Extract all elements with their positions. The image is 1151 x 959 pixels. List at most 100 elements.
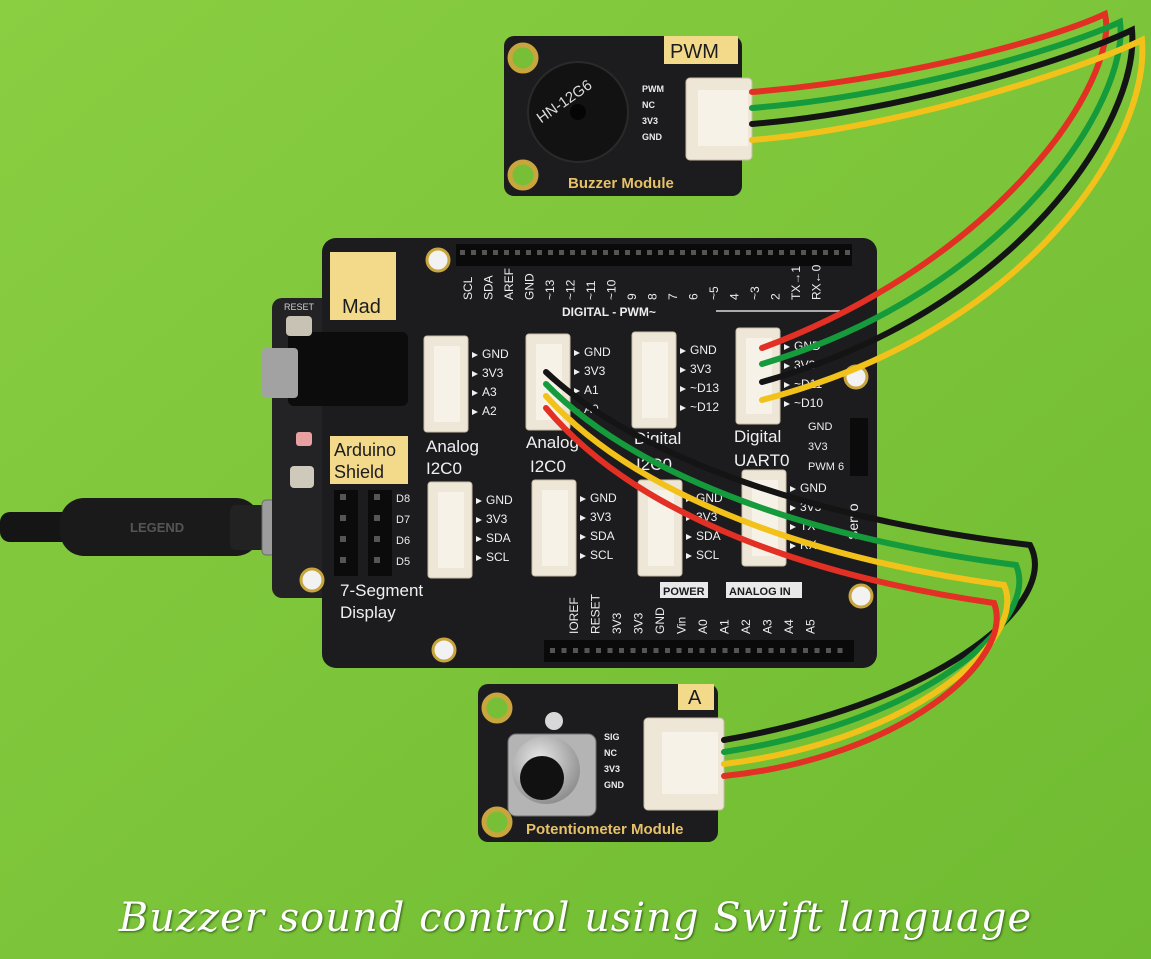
- buzzer-pin-label: 3V3: [642, 116, 658, 126]
- header-pin: [803, 648, 808, 653]
- header-pin: [584, 648, 590, 653]
- connector-pin-label: 3V3: [690, 362, 712, 376]
- mount-hole: [507, 159, 539, 191]
- reset-label: RESET: [284, 302, 315, 312]
- header-pin: [647, 250, 652, 255]
- header-pin: [801, 250, 806, 255]
- pin-arrow: [472, 352, 478, 358]
- bottom-header: [544, 640, 854, 662]
- mount-hole: [431, 637, 457, 663]
- brand-label: Mad: [342, 296, 381, 318]
- header-pin: [680, 250, 685, 255]
- connector-label: I2C0: [426, 459, 462, 478]
- connector-pin-label: SDA: [696, 529, 721, 543]
- header-pin: [757, 648, 762, 653]
- header-pin: [340, 557, 346, 563]
- top-header-label: RX←0: [810, 264, 824, 300]
- top-header-label: ~3: [748, 286, 762, 300]
- header-pin: [374, 536, 380, 542]
- button-small[interactable]: [290, 466, 314, 488]
- bottom-header-label: A3: [761, 619, 775, 634]
- header-pin: [570, 250, 575, 255]
- top-header-label: 9: [625, 293, 639, 300]
- reset-button[interactable]: [286, 316, 312, 336]
- pin-arrow: [784, 401, 790, 407]
- header-pin: [561, 648, 567, 653]
- header-pin: [826, 648, 831, 653]
- connector-pin-label: GND: [486, 493, 513, 507]
- header-pin: [625, 250, 630, 255]
- connector-pin-label: GND: [584, 345, 611, 359]
- header-pin: [691, 250, 696, 255]
- top-header-label: 4: [728, 293, 742, 300]
- pot-tag: [678, 684, 714, 710]
- seg-pin-label: D6: [396, 535, 410, 547]
- header-pin: [665, 648, 670, 653]
- top-header-label: AREF: [502, 268, 516, 300]
- header-pin: [573, 648, 578, 653]
- header-pin: [340, 536, 346, 542]
- pin-arrow: [580, 515, 586, 521]
- header-pin: [374, 494, 380, 500]
- bottom-header-label: IOREF: [567, 597, 581, 634]
- pot-tag-label: A: [688, 687, 702, 709]
- header-pin: [460, 250, 465, 255]
- wire-bundle-pot: [543, 369, 1038, 779]
- mount-hole: [507, 42, 539, 74]
- header-pin: [837, 648, 843, 653]
- header-pin: [702, 250, 707, 255]
- pin-arrow: [574, 369, 580, 375]
- pin-arrow: [472, 390, 478, 396]
- pin-arrow: [580, 553, 586, 559]
- header-pin: [722, 648, 728, 653]
- connector-pin-label: GND: [482, 347, 509, 361]
- header-pin: [768, 250, 773, 255]
- connector-pin-label: SDA: [486, 531, 511, 545]
- mount-hole: [848, 583, 874, 609]
- top-header-label: 7: [666, 293, 680, 300]
- bottom-header-label: A5: [804, 619, 818, 634]
- connector-pin-label: 3V3: [482, 366, 504, 380]
- top-header-label: TX→1: [789, 266, 803, 300]
- buzzer-tag-label: PWM: [670, 41, 719, 63]
- header-pin: [669, 250, 674, 255]
- bottom-header-label: A4: [782, 619, 796, 634]
- connector-pin-label: A2: [482, 404, 497, 418]
- buzzer-pin-label: NC: [642, 100, 655, 110]
- top-header-label: 6: [687, 293, 701, 300]
- pin-arrow: [580, 496, 586, 502]
- seg-pin-label: D7: [396, 514, 410, 526]
- pin-arrow: [680, 367, 686, 373]
- header-pin: [592, 250, 597, 255]
- pin-arrow: [476, 555, 482, 561]
- mad-tag: [330, 252, 396, 320]
- top-header-label: SCL: [461, 276, 475, 300]
- connector-label: I2C0: [530, 457, 566, 476]
- mount-hole: [425, 247, 451, 273]
- header-pin: [779, 250, 784, 255]
- header-pin: [845, 250, 850, 255]
- connector-label: Digital: [734, 427, 781, 446]
- pot-pin-label: 3V3: [604, 764, 620, 774]
- header-pin: [768, 648, 774, 653]
- pin-arrow: [686, 553, 692, 559]
- connector-pin-label: A1: [584, 383, 599, 397]
- connector-pin-label: ~D13: [690, 381, 719, 395]
- header-pin: [550, 648, 555, 653]
- bottom-header-label: Vin: [675, 617, 689, 634]
- servo-header: [850, 418, 868, 476]
- top-header-label: ~11: [584, 280, 598, 300]
- bottom-header-label: A2: [739, 619, 753, 634]
- top-header-label: ~10: [605, 279, 619, 300]
- header-pin: [676, 648, 682, 653]
- seg-title: 7-Segment Display: [340, 581, 428, 622]
- mount-hole: [481, 692, 513, 724]
- connector-pin-label: SCL: [486, 550, 510, 564]
- buzzer-title: Buzzer Module: [568, 175, 674, 192]
- power-label: POWER: [663, 586, 705, 598]
- connector-pin-label: SDA: [590, 529, 615, 543]
